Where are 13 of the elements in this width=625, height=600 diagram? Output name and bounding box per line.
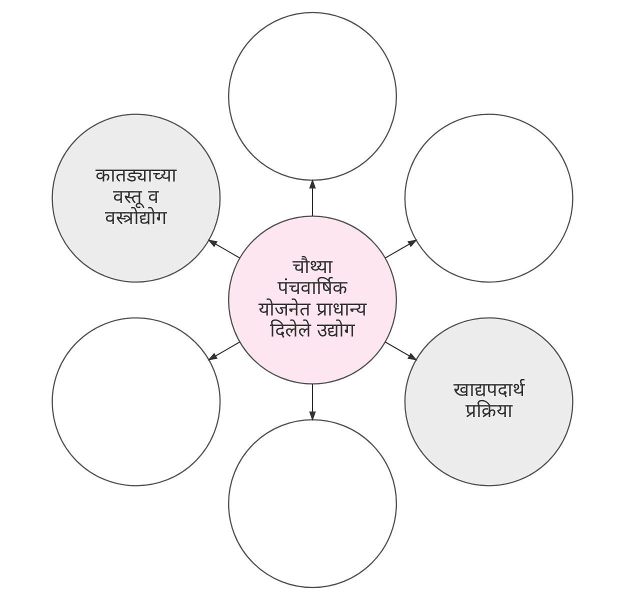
arrow xyxy=(384,342,418,361)
node-circle: कातड्याच्या वस्तू व वस्त्रोद्योग xyxy=(52,114,221,283)
node-circle xyxy=(228,12,398,181)
arrow xyxy=(309,178,316,216)
node-circle: खाद्यपदार्थ प्रक्रिया xyxy=(404,317,574,486)
arrow xyxy=(208,239,240,258)
arrow xyxy=(309,384,316,422)
node-circle xyxy=(404,114,574,283)
node-circle: चौथ्या पंचवार्षिक योजनेत प्राधान्य दिलेले उद्योग xyxy=(228,215,398,385)
node-circle xyxy=(52,317,221,486)
arrow xyxy=(384,239,418,258)
arrow xyxy=(208,342,240,361)
node-circle xyxy=(228,419,398,588)
